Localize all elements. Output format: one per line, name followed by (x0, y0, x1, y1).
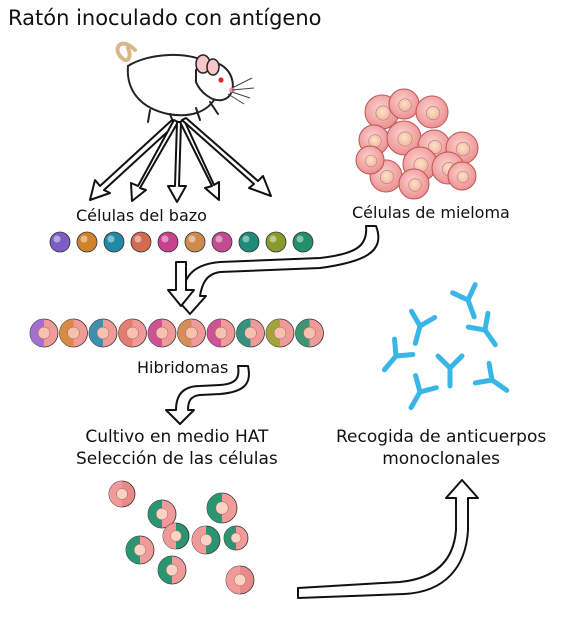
antibody-collection-label: Recogida de anticuerpos monoclonales (336, 426, 546, 470)
myeloma-cell (398, 168, 430, 200)
spleen-cell (184, 231, 206, 253)
spleen-cell (157, 231, 179, 253)
selected-cell (147, 499, 177, 529)
title-label: Ratón inoculado con antígeno (8, 6, 322, 30)
hat-line-2: Selección de las células (76, 449, 278, 469)
selected-cell (162, 522, 190, 550)
hat-to-antibody-arrow (297, 479, 479, 599)
spleen-to-hybridoma-arrow (167, 261, 195, 307)
hybridoma-to-hat-arrow (165, 365, 250, 425)
antibody-icon (472, 360, 510, 393)
hat-culture-label: Cultivo en medio HAT Selección de las cé… (76, 426, 278, 470)
antibody-icon (381, 336, 416, 373)
spleen-cell (211, 231, 233, 253)
antibody-icon (450, 282, 478, 320)
arrow-icon (181, 117, 272, 197)
myeloma-cell-cluster (355, 88, 479, 200)
hybridoma-cell (29, 318, 59, 348)
hybridoma-cell (206, 318, 236, 348)
spleen-cell (103, 231, 125, 253)
myeloma-cell (355, 145, 385, 175)
mouse-icon (115, 41, 255, 125)
hybridoma-cell (177, 318, 206, 348)
spleen-cell (76, 231, 98, 253)
selected-cell (191, 525, 221, 555)
hybridoma-cell (236, 318, 265, 348)
arrow-icon (89, 119, 177, 201)
myeloma-to-hybridoma-arrow (173, 225, 380, 315)
spleen-cell (265, 231, 287, 253)
hybridoma-cell (147, 318, 177, 348)
myeloma-cell (447, 161, 477, 191)
hybridoma-cell (88, 318, 118, 348)
antibody-icon (435, 353, 465, 389)
selected-cell (157, 555, 187, 585)
spleen-arrows (89, 117, 272, 203)
selected-cell (225, 565, 255, 595)
antibody-icon (409, 308, 438, 346)
hybridoma-cell-row (29, 318, 324, 348)
hybridoma-cell (59, 318, 88, 348)
spleen-cell (292, 231, 314, 253)
selected-cell (206, 492, 238, 524)
spleen-cell (238, 231, 260, 253)
hybridoma-cell (118, 318, 147, 348)
arrow-icon (167, 121, 187, 203)
antibody-icon (465, 310, 498, 348)
hybridoma-cell (295, 318, 324, 348)
spleen-cell (49, 231, 71, 253)
selected-cell (125, 535, 155, 565)
selected-cell-cluster (108, 480, 255, 595)
recog-line-2: monoclonales (382, 449, 501, 469)
arrow-icon (179, 119, 220, 201)
spleen-cells-label: Células del bazo (76, 206, 207, 225)
hybridoma-cell (265, 318, 295, 348)
antibody-icon (408, 373, 439, 411)
myeloma-cell (415, 95, 449, 129)
myeloma-cell (388, 88, 420, 120)
selected-cell (108, 480, 136, 508)
arrow-icon (130, 119, 179, 202)
hybridomas-label: Hibridomas (137, 358, 229, 377)
antibody-group (381, 282, 510, 411)
spleen-cell-row (49, 231, 314, 253)
myeloma-cells-label: Células de mieloma (352, 203, 510, 222)
recog-line-1: Recogida de anticuerpos (336, 427, 547, 447)
hat-line-1: Cultivo en medio HAT (85, 427, 269, 447)
selected-cell (223, 525, 249, 551)
spleen-cell (130, 231, 152, 253)
